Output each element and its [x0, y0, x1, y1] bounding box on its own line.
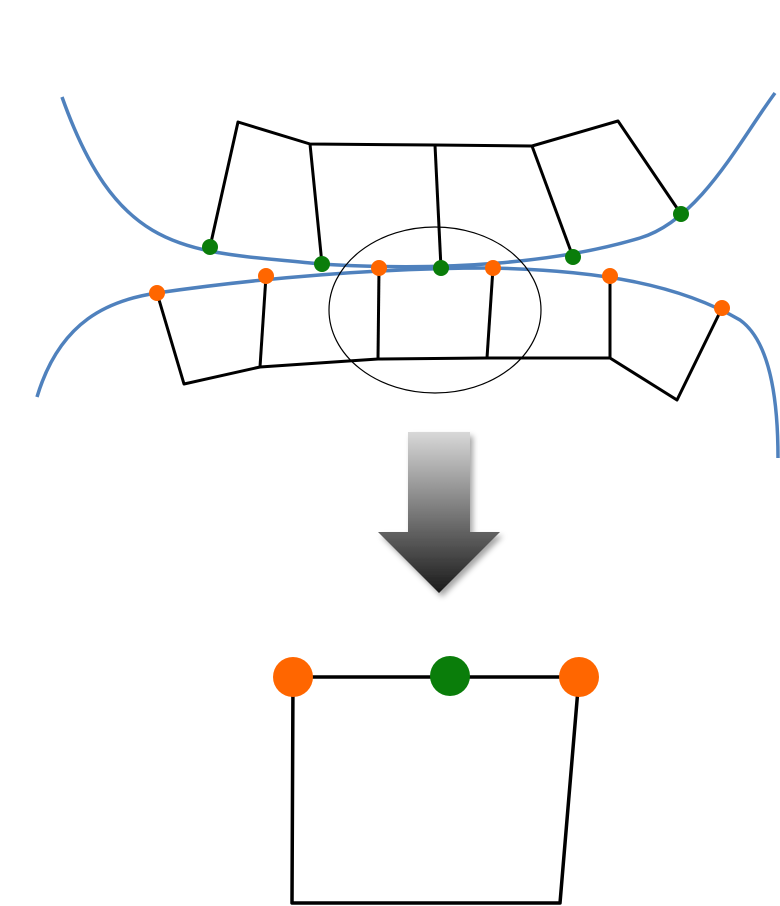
lower-mesh-edge — [258, 275, 268, 368]
lower-mesh — [155, 267, 724, 402]
lower-boundary-curve — [35, 266, 780, 459]
zoomed-orange-node-right — [559, 657, 599, 697]
zoom-ellipse — [328, 226, 542, 394]
lower-mesh-edge — [485, 267, 495, 359]
upper-mesh-edge — [433, 144, 443, 269]
upper-mesh-outline — [208, 119, 683, 248]
zoomed-orange-node-left — [273, 657, 313, 697]
upper-mesh-edge — [530, 145, 575, 258]
lower-mesh-edge — [376, 267, 381, 360]
green-node — [673, 206, 689, 222]
green-node — [202, 239, 218, 255]
zoomed-green-node — [430, 656, 470, 696]
green-nodes — [202, 206, 689, 276]
orange-node — [602, 268, 618, 284]
orange-node — [371, 260, 387, 276]
down-arrow-icon — [378, 432, 500, 593]
orange-node — [258, 268, 274, 284]
orange-node — [149, 285, 165, 301]
upper-boundary-curve — [60, 91, 777, 269]
green-node — [314, 256, 330, 272]
upper-mesh — [208, 119, 683, 269]
orange-nodes — [149, 260, 730, 316]
zoomed-element-outline — [290, 676, 581, 905]
green-node — [433, 260, 449, 276]
orange-node — [714, 300, 730, 316]
upper-mesh-edge — [308, 143, 324, 265]
orange-node — [485, 260, 501, 276]
green-node — [565, 249, 581, 265]
zoomed-element — [290, 675, 581, 905]
lower-mesh-outline — [155, 292, 724, 402]
